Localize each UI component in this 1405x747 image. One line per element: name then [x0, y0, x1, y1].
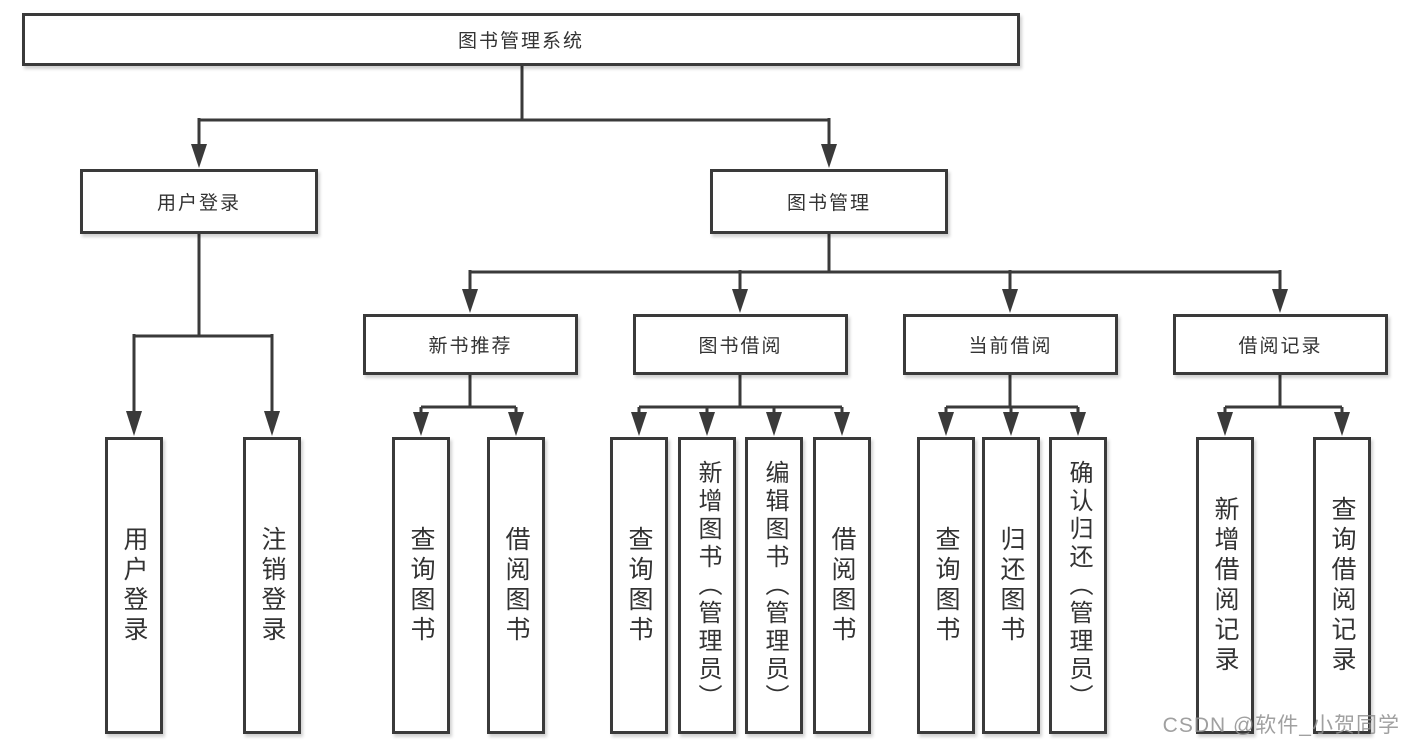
leaf-logout: 注销登录: [243, 437, 301, 734]
node-book-borrowing: 图书借阅: [633, 314, 848, 375]
leaf-br-add-record: 新增借阅记录: [1196, 437, 1254, 734]
leaf-bb-edit-books-admin: 编辑图书（管理员）: [745, 437, 803, 734]
node-borrowing-records: 借阅记录: [1173, 314, 1388, 375]
leaf-br-query-record: 查询借阅记录: [1313, 437, 1371, 734]
arrowheads: [126, 144, 1350, 436]
leaf-cb-confirm-return-admin: 确认归还（管理员）: [1049, 437, 1107, 734]
leaf-bb-add-books-admin: 新增图书（管理员）: [678, 437, 736, 734]
node-user-login: 用户登录: [80, 169, 318, 234]
node-current-borrowing: 当前借阅: [903, 314, 1118, 375]
leaf-user-login: 用户登录: [105, 437, 163, 734]
node-root: 图书管理系统: [22, 13, 1020, 66]
leaf-nb-borrow-books: 借阅图书: [487, 437, 545, 734]
leaf-bb-borrow-books: 借阅图书: [813, 437, 871, 734]
node-new-book-recommend: 新书推荐: [363, 314, 578, 375]
csdn-watermark: CSDN @软件_小贺同学: [1162, 714, 1400, 737]
node-book-management: 图书管理: [710, 169, 948, 234]
leaf-nb-query-books: 查询图书: [392, 437, 450, 734]
leaf-cb-return-books: 归还图书: [982, 437, 1040, 734]
leaf-cb-query-books: 查询图书: [917, 437, 975, 734]
leaf-bb-query-books: 查询图书: [610, 437, 668, 734]
